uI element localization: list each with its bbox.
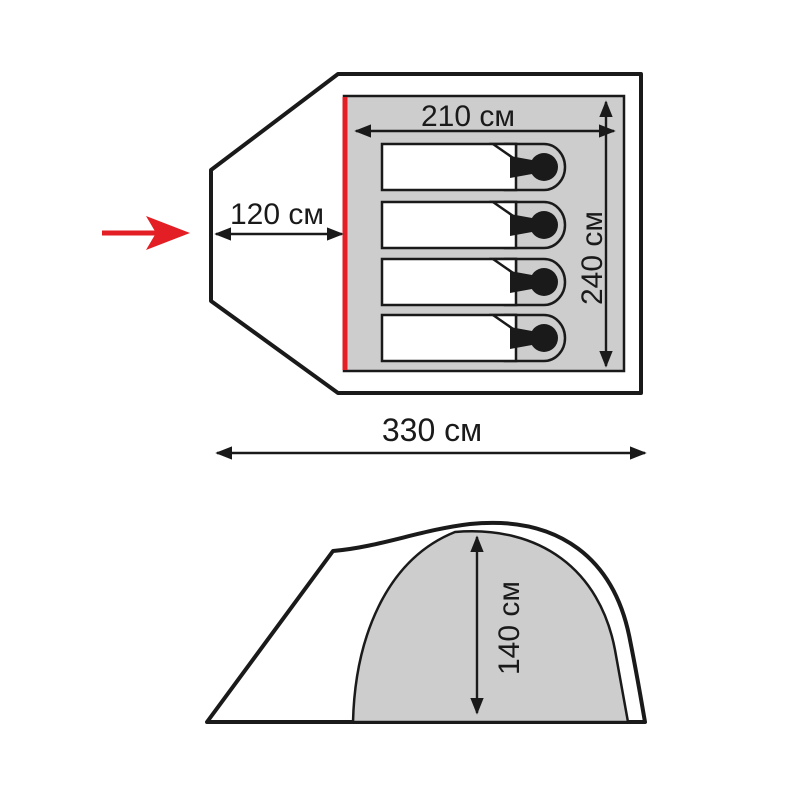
arrow-right-icon (102, 216, 190, 250)
sleeping-bag-icon (380, 200, 567, 250)
width-dimension-label: 210 см (421, 100, 515, 133)
sleeping-bag-icon (380, 257, 567, 307)
inner-tent-profile (351, 530, 630, 724)
side-view: 140 см (205, 520, 647, 724)
sleeping-bag-icon (380, 142, 567, 192)
total-length-dimension-label: 330 см (382, 412, 482, 448)
top-view: 210 см 240 см 120 см 330 см (102, 72, 647, 460)
height-dimension-label: 140 см (493, 581, 526, 675)
vestibule-dimension-label: 120 см (230, 198, 324, 231)
length-dimension-label: 240 см (576, 211, 609, 305)
sleeping-bag-icon (380, 313, 567, 363)
